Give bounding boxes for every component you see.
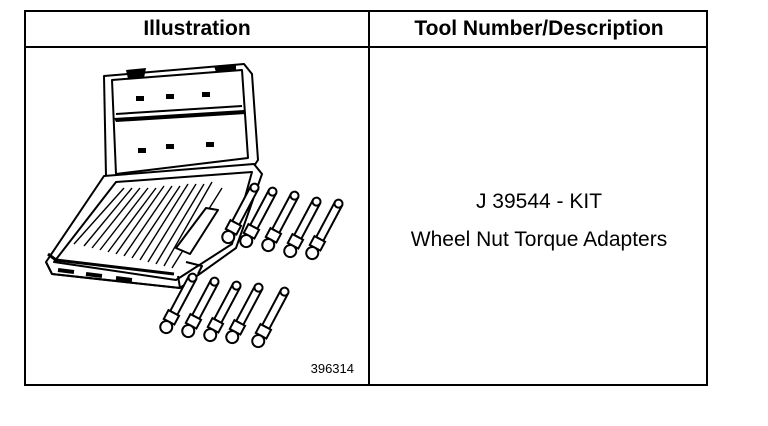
tool-description: Wheel Nut Torque Adapters: [410, 228, 668, 251]
tool-table: Illustration Tool Number/Description: [24, 10, 708, 386]
header-illustration: Illustration: [143, 17, 251, 40]
table-header-row: Illustration Tool Number/Description: [26, 12, 706, 48]
column-divider: [368, 12, 370, 384]
figure-number: 396314: [310, 361, 354, 376]
tool-number: J 39544 - KIT: [475, 190, 603, 213]
header-tool-number-description: Tool Number/Description: [414, 17, 664, 40]
tool-description-cell: J 39544 - KIT Wheel Nut Torque Adapters: [370, 48, 708, 384]
illustration-cell: 396314: [26, 48, 368, 384]
torque-adapter-kit-illustration: [45, 63, 344, 349]
